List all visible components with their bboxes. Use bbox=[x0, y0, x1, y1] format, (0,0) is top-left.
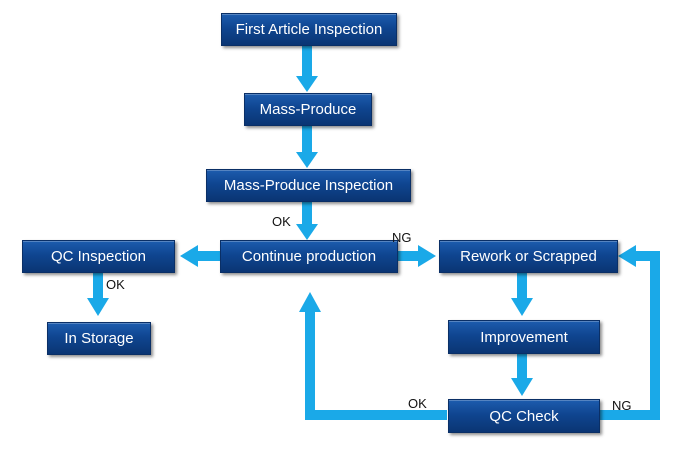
arrow-qc-check-ok-loop bbox=[299, 292, 447, 420]
node-first-article-inspection: First Article Inspection bbox=[221, 13, 397, 46]
node-mass-produce: Mass-Produce bbox=[244, 93, 372, 126]
node-rework-or-scrapped: Rework or Scrapped bbox=[439, 240, 618, 273]
node-qc-check: QC Check bbox=[448, 399, 600, 433]
arrow-qc-inspection-to-storage bbox=[87, 271, 109, 316]
arrow-continue-to-rework bbox=[398, 245, 436, 267]
arrow-mass-to-inspection bbox=[296, 124, 318, 168]
edge-label-continue-ng: NG bbox=[392, 230, 412, 245]
arrow-inspection-to-continue bbox=[296, 200, 318, 240]
arrow-rework-to-improvement bbox=[511, 271, 533, 316]
arrow-improvement-to-qc-check bbox=[511, 352, 533, 396]
node-continue-production: Continue production bbox=[220, 240, 398, 273]
edge-label-qc-check-ng: NG bbox=[612, 398, 632, 413]
arrow-continue-to-qc-inspection bbox=[180, 245, 220, 267]
node-qc-inspection: QC Inspection bbox=[22, 240, 175, 273]
edge-label-inspection-ok: OK bbox=[272, 214, 291, 229]
node-improvement: Improvement bbox=[448, 320, 600, 354]
edge-label-qc-check-ok: OK bbox=[408, 396, 427, 411]
node-in-storage: In Storage bbox=[47, 322, 151, 355]
arrow-first-to-mass bbox=[296, 44, 318, 92]
edge-label-qc-inspection-ok: OK bbox=[106, 277, 125, 292]
arrow-qc-check-ng-loop bbox=[598, 245, 660, 420]
node-mass-produce-inspection: Mass-Produce Inspection bbox=[206, 169, 411, 202]
